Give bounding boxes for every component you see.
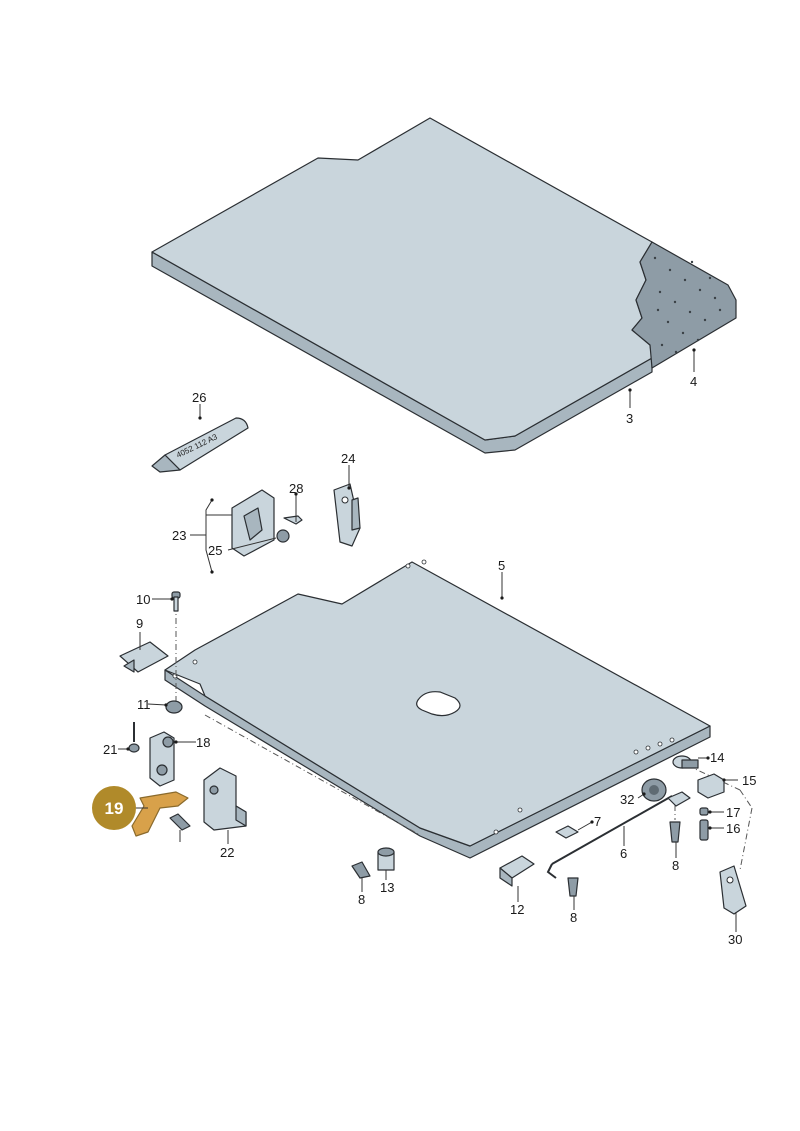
plate-8-right <box>667 791 691 807</box>
callout-24: 24 <box>341 451 355 466</box>
bracket-9 <box>119 641 169 673</box>
callout-17: 17 <box>726 805 740 820</box>
callout-28: 28 <box>289 481 303 496</box>
screw-8-middle <box>567 877 579 897</box>
callout-8-left: 8 <box>358 892 365 907</box>
leader-dots <box>126 348 726 830</box>
callout-8-middle: 8 <box>570 910 577 925</box>
callout-16: 16 <box>726 821 740 836</box>
upper-floor-panel <box>151 117 737 454</box>
bracket-30 <box>719 865 747 915</box>
highlight-badge: 19 <box>92 786 136 830</box>
callout-14: 14 <box>710 750 724 765</box>
callout-5: 5 <box>498 558 505 573</box>
hinge-12 <box>499 855 535 887</box>
callout-23: 23 <box>172 528 186 543</box>
callout-12: 12 <box>510 902 524 917</box>
bracket-19-highlighted <box>131 791 189 837</box>
callout-9: 9 <box>136 616 143 631</box>
screw-19 <box>169 813 191 831</box>
lower-floor-panel <box>164 559 711 859</box>
callout-7: 7 <box>594 814 601 829</box>
pin-21 <box>128 722 140 753</box>
bolt-16 <box>699 819 709 841</box>
bolt-10 <box>171 591 181 612</box>
latch-part <box>333 483 361 547</box>
spacer-17 <box>699 807 709 816</box>
screw-8-right <box>669 821 681 843</box>
callout-13: 13 <box>380 880 394 895</box>
callout-8-right: 8 <box>672 858 679 873</box>
callout-18: 18 <box>196 735 210 750</box>
nut-11 <box>165 700 183 714</box>
block-22 <box>203 767 247 831</box>
callout-30: 30 <box>728 932 742 947</box>
callout-26: 26 <box>192 390 206 405</box>
block-15 <box>697 773 725 799</box>
sealant-tube: 4052 112 A3 <box>151 417 249 473</box>
buffer-32 <box>641 778 667 802</box>
bracket-18 <box>149 731 175 787</box>
callout-32: 32 <box>620 792 634 807</box>
callout-10: 10 <box>136 592 150 607</box>
callout-4: 4 <box>690 374 697 389</box>
callout-15: 15 <box>742 773 756 788</box>
bushing-13 <box>377 847 395 871</box>
callout-6: 6 <box>620 846 627 861</box>
pin-14 <box>672 755 699 769</box>
callout-22: 22 <box>220 845 234 860</box>
access-slot <box>416 691 461 717</box>
leader-lines <box>118 350 738 932</box>
highlight-badge-label: 19 <box>105 799 124 818</box>
hinge-assembly <box>231 489 303 557</box>
callout-21: 21 <box>103 742 117 757</box>
clip-7 <box>555 825 579 839</box>
assembly-lines <box>175 605 753 871</box>
callout-3: 3 <box>626 411 633 426</box>
carpet-cutaway <box>631 241 737 369</box>
rod-6 <box>546 795 673 879</box>
screw-8-left <box>351 861 371 879</box>
callout-11: 11 <box>137 697 151 712</box>
callout-25: 25 <box>208 543 222 558</box>
